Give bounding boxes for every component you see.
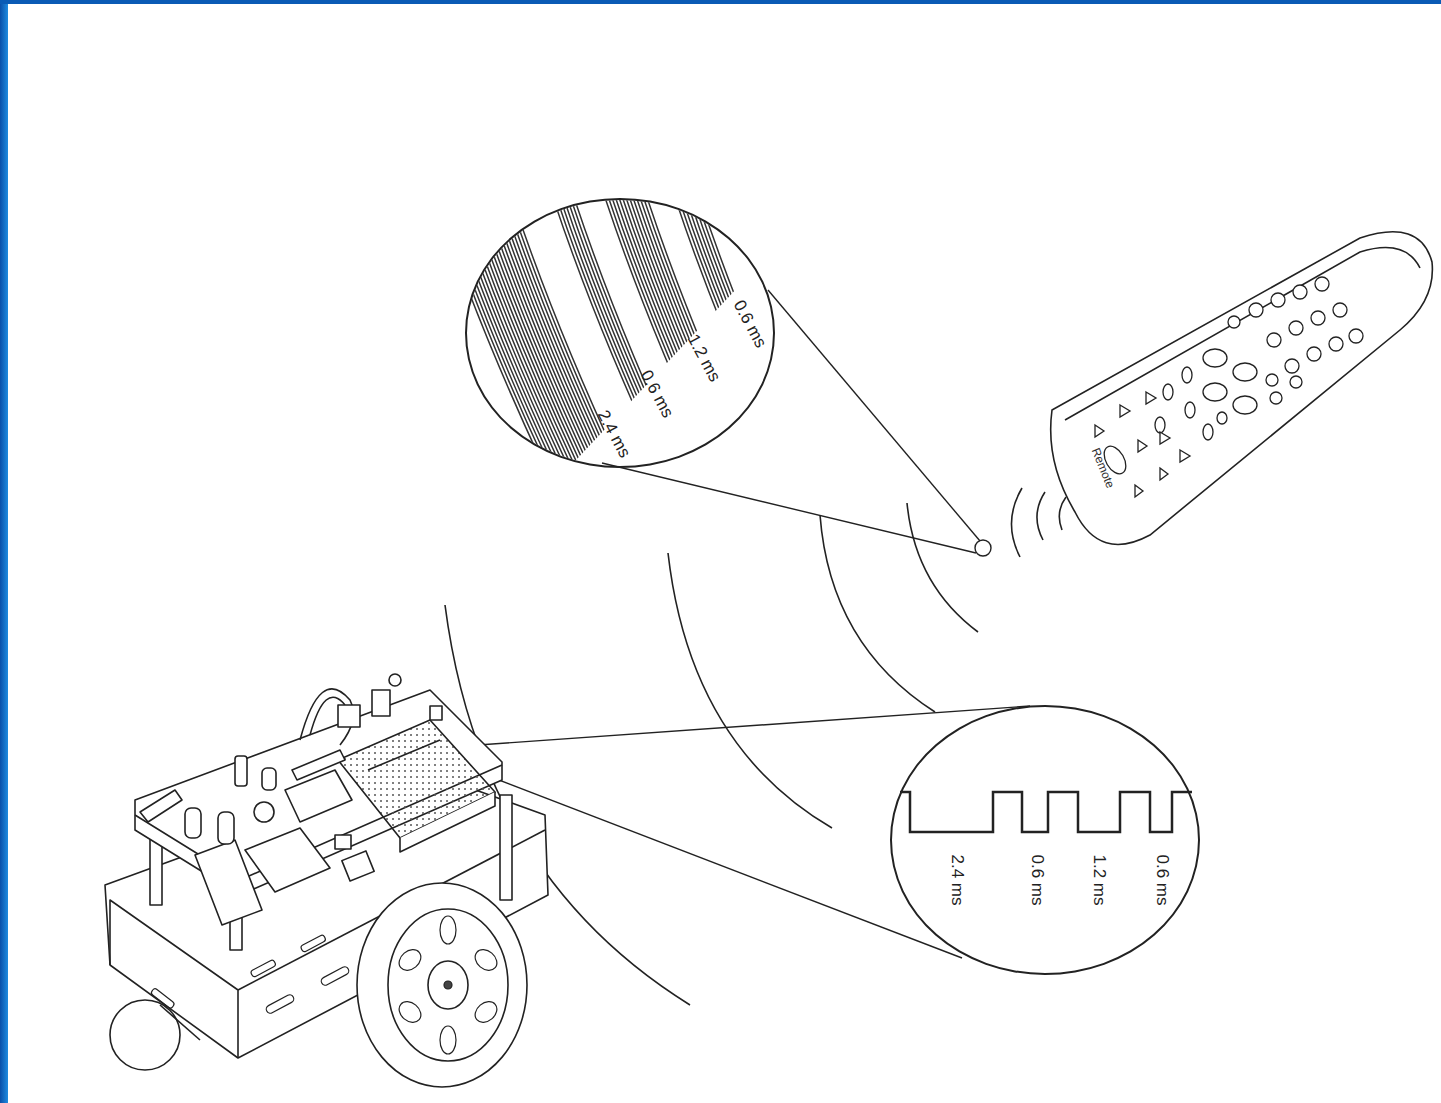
- timing-label: 0.6 ms: [1029, 854, 1046, 905]
- burst-line: [678, 150, 808, 480]
- remote-control: [1051, 232, 1433, 545]
- timing-label: 1.2 ms: [1091, 854, 1108, 905]
- square-wave: [900, 792, 1192, 832]
- ir-bursts: [420, 150, 815, 480]
- burst-line: [660, 150, 790, 480]
- robot: [105, 674, 548, 1087]
- frame-top-bar: [0, 0, 1441, 4]
- burst-line: [681, 150, 811, 480]
- burst-line: [664, 150, 794, 480]
- timing-label: 1.2 ms: [685, 331, 724, 384]
- frame-left-bar: [0, 0, 8, 1103]
- burst-line: [671, 150, 801, 480]
- burst-line: [685, 150, 815, 480]
- ir-waves: [445, 488, 1066, 1005]
- burst-line: [674, 150, 804, 480]
- timing-label: 0.6 ms: [638, 367, 677, 420]
- timing-label: 2.4 ms: [949, 854, 966, 905]
- timing-label: 2.4 ms: [595, 407, 634, 460]
- timing-label: 0.6 ms: [1154, 854, 1171, 905]
- burst-line: [667, 150, 797, 480]
- magnifier-circle: 2.4 ms0.6 ms1.2 ms0.6 ms: [465, 198, 775, 468]
- magnifier-circle: 2.4 ms 0.6 ms 1.2 ms 0.6 ms: [890, 705, 1200, 975]
- timing-label: 0.6 ms: [731, 297, 770, 350]
